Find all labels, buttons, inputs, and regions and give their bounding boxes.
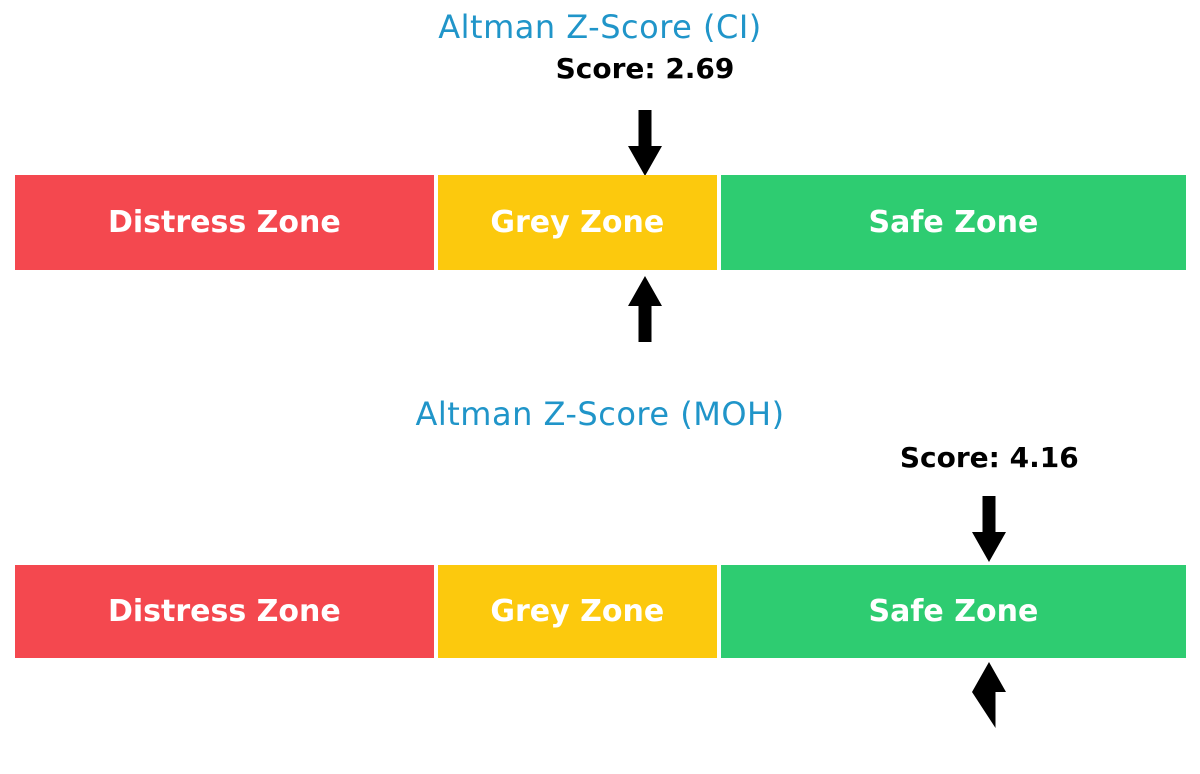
zone-label-distress: Distress Zone — [107, 205, 341, 240]
zone-safe: Safe Zone — [720, 565, 1187, 658]
down-arrow-icon — [972, 496, 1007, 562]
zone-grey: Grey Zone — [437, 565, 717, 658]
zone-bar-moh: Distress Zone Grey Zone Safe Zone — [15, 565, 1187, 658]
zone-safe: Safe Zone — [720, 175, 1187, 270]
score-up-arrow-ci — [627, 276, 663, 342]
zone-label-distress: Distress Zone — [107, 594, 341, 629]
score-down-arrow-ci — [627, 110, 663, 176]
zone-label-safe: Safe Zone — [868, 205, 1039, 240]
down-arrow-icon — [627, 110, 662, 176]
up-arrow-icon — [627, 276, 662, 342]
zone-grey: Grey Zone — [437, 175, 717, 270]
score-down-arrow-moh — [971, 496, 1007, 562]
up-arrow-icon — [972, 662, 1007, 728]
zone-label-grey: Grey Zone — [490, 594, 665, 629]
zone-distress: Distress Zone — [15, 565, 434, 658]
zone-distress: Distress Zone — [15, 175, 434, 270]
score-label-moh: Score: 4.16 — [899, 441, 1079, 474]
zone-label-grey: Grey Zone — [490, 205, 665, 240]
score-label-ci: Score: 2.69 — [555, 52, 735, 85]
zone-bar-ci: Distress Zone Grey Zone Safe Zone — [15, 175, 1187, 270]
score-up-arrow-moh — [971, 662, 1007, 728]
chart-title-ci: Altman Z-Score (CI) — [438, 8, 762, 46]
chart-title-moh: Altman Z-Score (MOH) — [415, 395, 785, 433]
zone-label-safe: Safe Zone — [868, 594, 1039, 629]
